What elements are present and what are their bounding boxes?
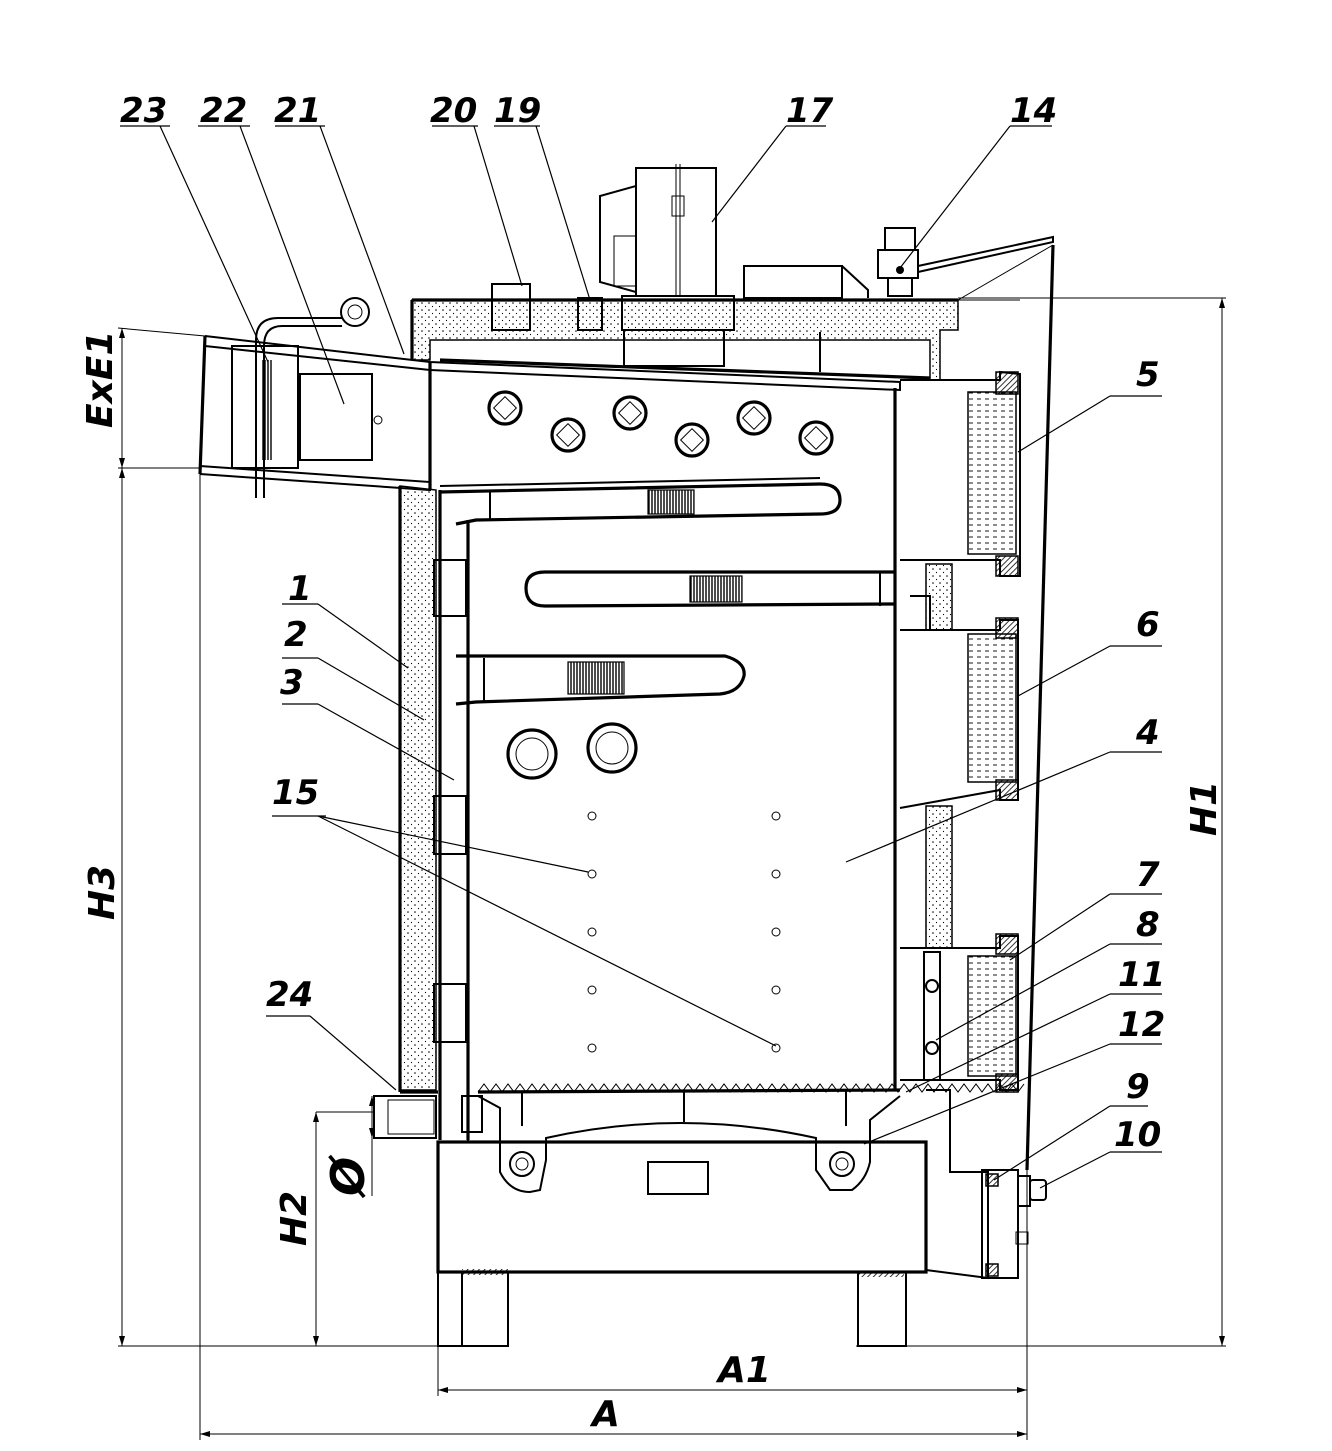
callout-4: 4 — [1135, 713, 1160, 753]
combustion-chamber — [433, 329, 931, 1140]
callout-labels: 23 22 21 20 19 17 14 5 6 4 1 2 3 15 7 8 … — [120, 91, 1165, 1155]
callout-12: 12 — [1118, 1005, 1165, 1045]
ash-door-6 — [899, 563, 1019, 809]
callout-19: 19 — [494, 91, 541, 131]
dim-a1: A1 — [715, 1350, 771, 1391]
callout-14: 14 — [1010, 91, 1057, 131]
callout-17: 17 — [786, 91, 834, 131]
callout-7: 7 — [1136, 855, 1160, 895]
callout-8: 8 — [1136, 905, 1160, 945]
flue-duct — [198, 297, 901, 498]
callout-22: 22 — [200, 91, 247, 131]
cleaning-door-7 — [900, 805, 1019, 1093]
callout-15: 15 — [272, 773, 319, 813]
dimension-labels: ExE1 H3 H1 H2 Ø A1 A — [80, 331, 1225, 1435]
dimension-lines — [117, 297, 1226, 1440]
dimension-arrows — [119, 298, 1225, 1437]
callout-10: 10 — [1114, 1115, 1161, 1155]
grate — [477, 1083, 1025, 1195]
safety-valve-14 — [877, 227, 1054, 297]
ash-pan-base — [436, 1089, 1047, 1347]
callout-11: 11 — [1118, 955, 1165, 995]
callout-24: 24 — [266, 975, 313, 1015]
callout-3: 3 — [280, 663, 304, 703]
callout-23: 23 — [120, 91, 167, 131]
secondary-air-holes — [587, 811, 781, 1053]
callout-20: 20 — [430, 91, 477, 131]
callout-9: 9 — [1126, 1067, 1150, 1107]
dim-h1: H1 — [1184, 781, 1225, 836]
dim-a: A — [589, 1394, 620, 1435]
heat-exchanger-tubes — [487, 390, 834, 458]
outer-casing — [398, 244, 1055, 1171]
dim-h2: H2 — [274, 1191, 315, 1246]
dim-exe1: ExE1 — [80, 331, 121, 428]
water-jacket-passes — [439, 477, 896, 780]
callout-5: 5 — [1136, 355, 1160, 395]
loading-door-5 — [900, 370, 1021, 577]
leader-lines — [120, 125, 1162, 1189]
blower-fan-17 — [599, 164, 869, 331]
callout-1: 1 — [288, 569, 312, 609]
callout-2: 2 — [284, 615, 308, 655]
callout-6: 6 — [1136, 605, 1160, 645]
return-pipe-24 — [373, 1095, 483, 1139]
dim-h3: H3 — [82, 865, 123, 920]
callout-21: 21 — [274, 91, 321, 131]
dim-diameter: Ø — [321, 1154, 375, 1199]
